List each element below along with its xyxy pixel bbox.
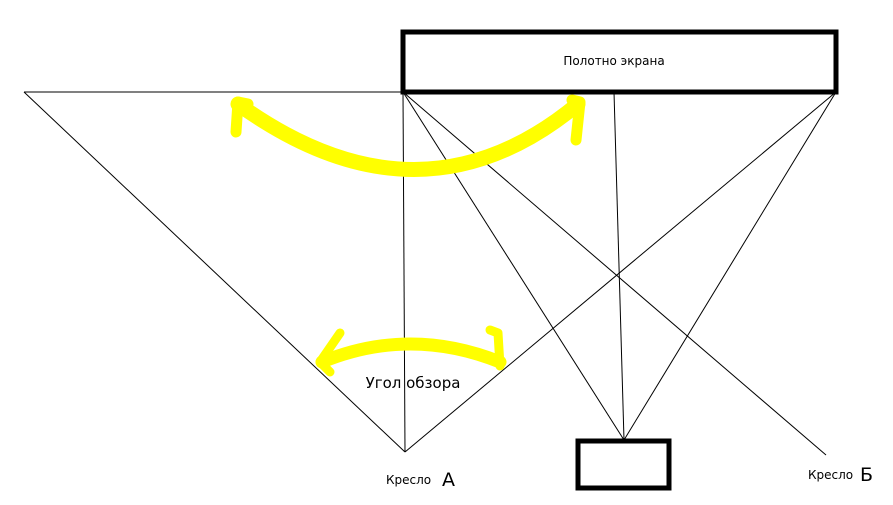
lower-angle-arrow <box>315 325 507 377</box>
projector-box <box>575 438 672 491</box>
seat-a-word: Кресло <box>386 473 431 487</box>
seat-a-letter: А <box>442 469 455 491</box>
seat-a-left-ray <box>23 91 406 453</box>
viewing-lines <box>23 91 837 456</box>
seat-b-ray <box>402 91 827 456</box>
projector-left-ray <box>402 91 625 441</box>
seat-a-vertical-ray <box>402 91 406 453</box>
seat-b-letter: Б <box>860 464 873 486</box>
seat-a-right-ray <box>404 91 837 453</box>
seat-b-word: Кресло <box>808 468 853 482</box>
projector-center-ray <box>613 91 625 441</box>
view-angle-label: Угол обзора <box>366 374 461 392</box>
upper-angle-arrow <box>230 94 586 177</box>
projector-right-ray <box>623 91 837 441</box>
screen-canvas-label: Полотно экрана <box>563 54 664 68</box>
